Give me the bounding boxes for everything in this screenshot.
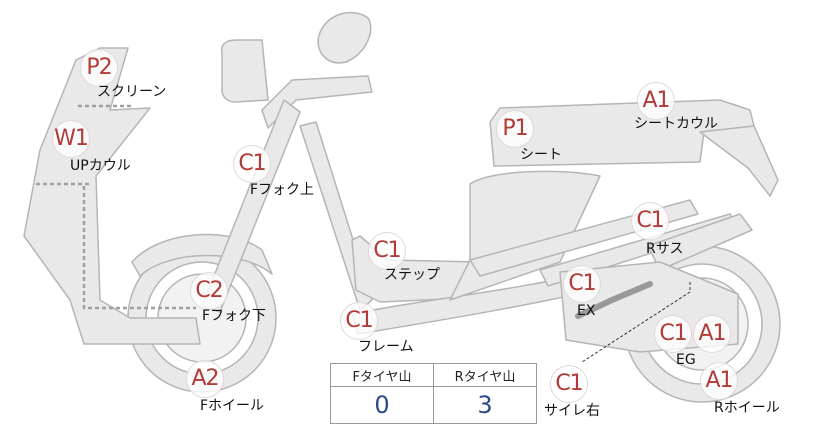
step-badge[interactable]: C1 [368, 232, 406, 270]
fork-lower-badge[interactable]: C2 [190, 272, 228, 310]
exhaust-label: EX [577, 303, 596, 319]
screen-label: スクリーン [97, 84, 167, 100]
silencer-right-badge[interactable]: C1 [550, 365, 588, 403]
rear-wheel-badge[interactable]: A1 [700, 362, 738, 400]
seat-badge[interactable]: P1 [496, 110, 534, 148]
silencer-right-label: サイレ右 [544, 403, 600, 419]
engine-badge[interactable]: C1 [654, 315, 692, 353]
up-cowl-label: UPカウル [70, 158, 131, 174]
fork-shape [201, 99, 301, 313]
front-wheel-badge[interactable]: A2 [186, 360, 224, 398]
front-tire-header: Fタイヤ山 [330, 363, 434, 387]
front-tire-value[interactable]: 0 [330, 386, 434, 424]
rear-suspension-label: Rサス [646, 241, 684, 257]
stem-shape [261, 75, 373, 129]
front-wheel-label: Fホイール [200, 398, 265, 414]
mirror-shape [317, 11, 372, 64]
rear-wheel-label: Rホイール [714, 400, 780, 416]
tire-tread-table: Fタイヤ山 Rタイヤ山 0 3 [330, 363, 537, 424]
fork-upper-badge[interactable]: C1 [233, 145, 271, 183]
seat-cowl-label: シートカウル [634, 116, 718, 132]
headlight-shape [220, 39, 269, 103]
frame-badge[interactable]: C1 [340, 302, 378, 340]
fork-lower-label: Fフォク下 [202, 308, 267, 324]
rear-suspension-badge[interactable]: C1 [631, 202, 669, 240]
seat-cowl-shape [699, 125, 779, 197]
frame-label: フレーム [358, 339, 414, 355]
fork-upper-label: Fフォク上 [250, 182, 315, 198]
seat-label: シート [520, 147, 562, 163]
engine-label: EG [676, 352, 696, 368]
screen-badge[interactable]: P2 [80, 49, 118, 87]
rear-tire-header: Rタイヤ山 [433, 363, 537, 387]
up-cowl-badge[interactable]: W1 [52, 120, 90, 158]
step-label: ステップ [384, 267, 440, 283]
exhaust-badge[interactable]: C1 [563, 265, 601, 303]
engine-secondary-badge[interactable]: A1 [693, 315, 731, 353]
rear-tire-value[interactable]: 3 [433, 386, 537, 424]
seat-cowl-badge[interactable]: A1 [637, 82, 675, 120]
exhaust-pipe-shape [575, 281, 653, 319]
